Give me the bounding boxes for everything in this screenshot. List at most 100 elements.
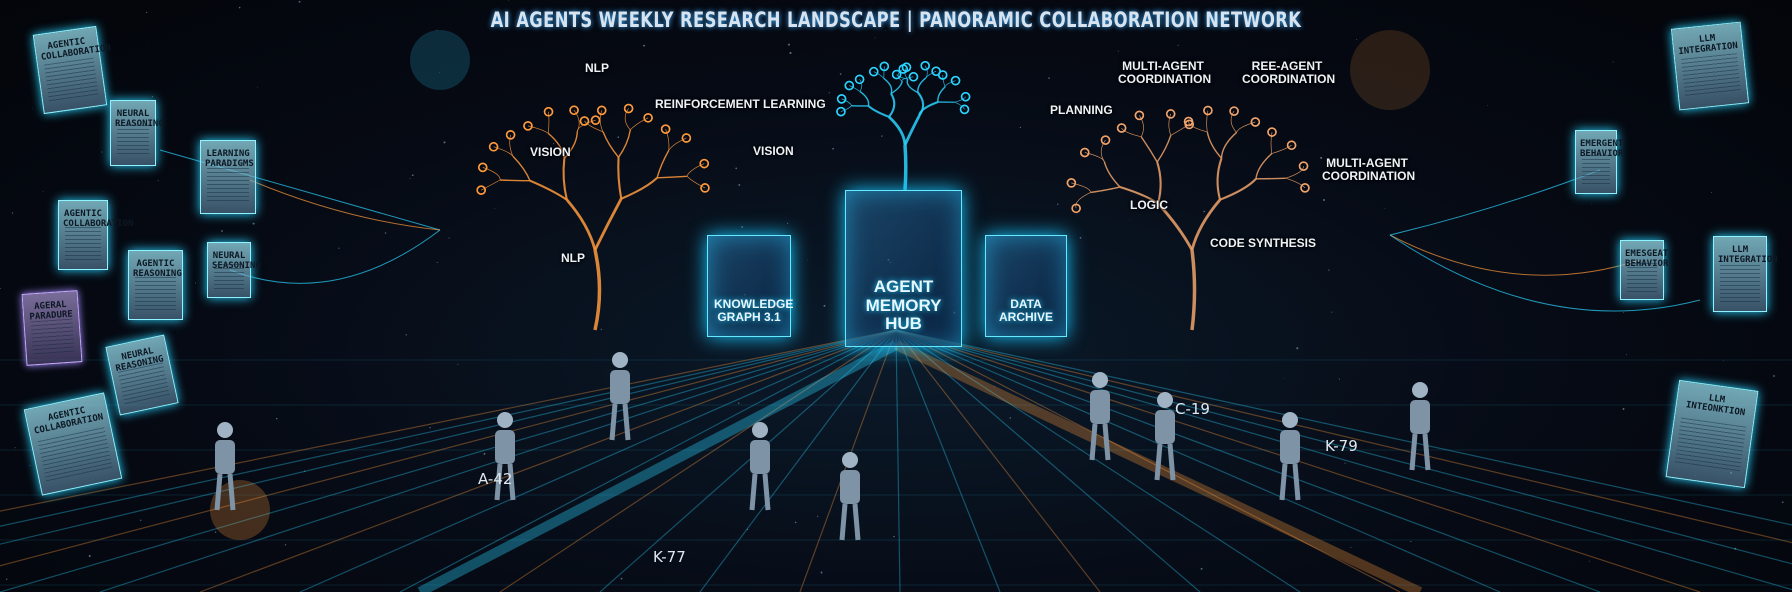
star <box>1304 60 1306 62</box>
tree-branch <box>657 175 687 179</box>
robot-body <box>1155 410 1175 444</box>
star <box>789 51 792 55</box>
tree-node <box>1116 123 1127 133</box>
star <box>483 452 486 455</box>
tree-branch <box>1206 131 1223 159</box>
star <box>828 92 830 94</box>
star <box>1622 408 1625 410</box>
tree-node <box>869 66 879 77</box>
topic-label: NLP <box>585 61 609 75</box>
tree-branch <box>890 80 903 95</box>
floor-line <box>0 329 897 512</box>
star <box>1410 540 1412 543</box>
paper-card[interactable]: AGERAL PARADURE <box>21 290 83 366</box>
paper-card[interactable]: NEURAL SEASONING <box>207 242 261 298</box>
tree-node <box>1229 106 1239 116</box>
star <box>101 151 103 153</box>
star <box>1722 360 1724 362</box>
paper-card[interactable]: EMESGEAT BEHAVIOR <box>1620 240 1668 300</box>
tree-branch <box>547 132 566 159</box>
star <box>304 470 306 472</box>
star <box>1203 210 1206 213</box>
tree-node <box>590 115 601 125</box>
knowledge-graph-label: KNOWLEDGE GRAPH 3.1 <box>714 296 794 324</box>
tree-branch <box>1285 166 1304 179</box>
tree-node <box>505 130 516 140</box>
tree-branch <box>630 117 649 131</box>
tree-node <box>891 69 902 80</box>
star <box>552 143 555 145</box>
tree-branch <box>1170 124 1190 136</box>
star <box>1183 514 1184 516</box>
topic-label: REE-AGENT COORDINATION <box>1242 59 1336 87</box>
floor-line <box>499 329 897 592</box>
star <box>787 222 789 224</box>
paper-card[interactable]: NEURAL REASONING <box>110 100 164 166</box>
tree-branch <box>1190 249 1197 331</box>
agent-label: A-42 <box>478 470 513 488</box>
robot-leg <box>1102 423 1111 461</box>
paper-card[interactable]: AGENTIC REASONING <box>128 250 183 320</box>
tree-node <box>1165 109 1176 119</box>
star <box>617 136 620 139</box>
tree-branch <box>897 68 904 82</box>
robot-head <box>1092 372 1108 388</box>
tree-branch <box>1270 132 1273 154</box>
star <box>298 0 301 3</box>
tree-branch <box>1190 198 1222 251</box>
star <box>738 402 740 404</box>
robot-head <box>842 452 858 468</box>
agent-memory-hub-cube[interactable]: AGENT MEMORY HUB <box>845 190 962 347</box>
star <box>157 180 159 182</box>
star <box>1331 311 1333 313</box>
tree-branch <box>493 146 514 157</box>
robot-head <box>217 422 233 438</box>
paper-card[interactable]: AGENTIC COLLABORATION <box>58 200 133 270</box>
topic-label: NLP <box>561 251 585 265</box>
tree-branch <box>1103 161 1121 188</box>
robot-head <box>752 422 768 438</box>
star <box>443 141 446 144</box>
robot-body <box>610 370 630 404</box>
tree-branch <box>617 129 632 158</box>
floor-line <box>895 329 901 592</box>
star <box>1384 207 1386 209</box>
data-archive-cube[interactable]: DATA ARCHIVE <box>985 235 1067 337</box>
star <box>807 259 808 261</box>
star <box>338 247 340 249</box>
robot-leg <box>494 463 503 501</box>
paper-card[interactable]: AGENTIC COLLABORATION <box>32 25 112 115</box>
topic-label: MULTI-AGENT COORDINATION <box>1322 156 1416 184</box>
tree-branch <box>593 198 623 251</box>
tree-branch <box>599 110 604 132</box>
tree-branch <box>686 176 706 189</box>
tree-branch <box>482 167 501 181</box>
star <box>429 426 431 429</box>
robot-leg <box>1167 443 1176 481</box>
tree-node <box>488 142 499 152</box>
connection-line <box>1389 169 1601 236</box>
knowledge-graph-cube[interactable]: KNOWLEDGE GRAPH 3.1 <box>707 235 794 337</box>
paper-card[interactable]: LLM INTEGRATION <box>1670 21 1750 111</box>
paper-card[interactable]: LLM INTEGRATION <box>1713 236 1778 312</box>
paper-card[interactable]: LEARNING PARADIGMS <box>200 140 256 214</box>
star <box>238 6 241 9</box>
tree-node <box>1300 183 1310 193</box>
tree-branch <box>942 74 946 87</box>
robot-body <box>215 440 235 474</box>
star <box>1328 269 1330 271</box>
paper-card[interactable]: LLM INTEONKTION <box>1665 379 1759 489</box>
tree-node <box>476 185 486 195</box>
tree-branch <box>1255 153 1273 179</box>
floor-line <box>895 329 1792 565</box>
paper-card[interactable]: EMERGENT BEHAVIOR <box>1575 130 1623 194</box>
star <box>1734 547 1737 550</box>
agent-label: C-19 <box>1175 400 1210 418</box>
tree-branch <box>1255 177 1286 180</box>
tree-branch <box>859 79 863 92</box>
star <box>1019 126 1022 129</box>
tree-branch <box>565 198 597 251</box>
floor-line <box>895 329 1301 592</box>
star <box>881 135 883 137</box>
tree-node <box>920 61 930 71</box>
